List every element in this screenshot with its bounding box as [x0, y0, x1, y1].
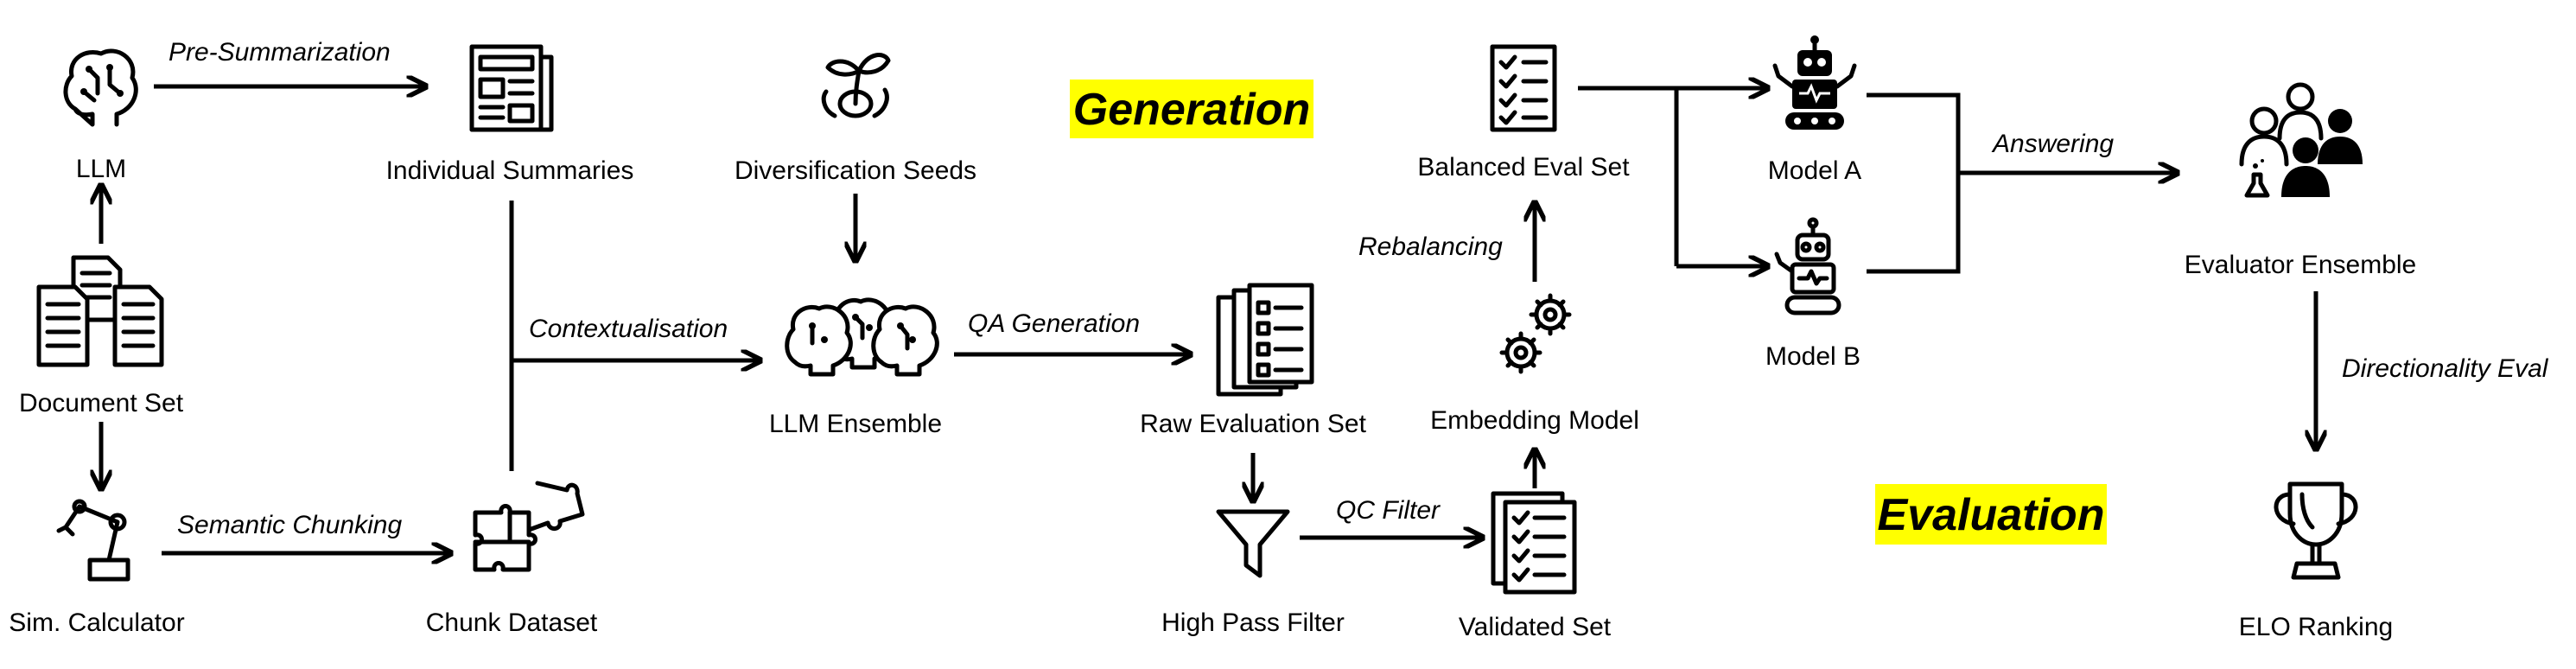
robot-icon [1774, 217, 1841, 315]
checklist-stack-icon [1216, 283, 1314, 397]
newspaper-icon [469, 44, 554, 132]
llm-ensemble-label: LLM Ensemble [769, 410, 942, 438]
balanced-eval-set-label: Balanced Eval Set [1417, 153, 1630, 182]
brain-circuit-icon [63, 48, 138, 127]
edge-label-contextualisation: Contextualisation [529, 315, 728, 343]
edge-label-semantic-chunking: Semantic Chunking [177, 511, 402, 539]
model-b-label: Model B [1765, 342, 1860, 371]
robotic-arm-icon [56, 499, 130, 582]
edge-label-qa-generation: QA Generation [968, 309, 1140, 338]
node-elo-ranking: ELO Ranking [2239, 481, 2393, 641]
documents-icon [36, 255, 164, 367]
embedding-model-label: Embedding Model [1430, 406, 1639, 435]
document-set-label: Document Set [19, 389, 184, 417]
puzzle-icon [473, 481, 585, 572]
elo-ranking-label: ELO Ranking [2239, 613, 2393, 641]
brain-ensemble-icon [785, 297, 939, 377]
node-individual-summaries: Individual Summaries [386, 44, 634, 185]
sprout-icon [821, 53, 891, 118]
edge-label-rebalancing: Rebalancing [1358, 233, 1503, 261]
checklist-icon [1490, 44, 1557, 132]
node-validated-set: Validated Set [1459, 491, 1612, 641]
generation-highlight [1070, 80, 1313, 138]
sim-calculator-label: Sim. Calculator [9, 608, 184, 637]
raw-evaluation-set-label: Raw Evaluation Set [1140, 410, 1366, 438]
node-llm-ensemble: LLM Ensemble [769, 297, 942, 438]
edge-answers-bracket [1867, 92, 1961, 274]
node-evaluator-ensemble: Evaluator Ensemble [2185, 82, 2416, 279]
individual-summaries-label: Individual Summaries [386, 156, 634, 185]
trophy-icon [2274, 481, 2358, 580]
node-raw-evaluation-set: Raw Evaluation Set [1140, 283, 1367, 438]
node-diversification-seeds: Diversification Seeds [735, 53, 976, 185]
robot-icon [1772, 35, 1857, 130]
evaluation-stage-label: Evaluation [1878, 490, 2105, 540]
model-a-label: Model A [1768, 156, 1861, 185]
funnel-icon [1216, 509, 1290, 578]
node-model-a: Model A [1768, 35, 1861, 185]
llm-label: LLM [76, 155, 126, 183]
edge-label-qc-filter: QC Filter [1336, 496, 1441, 525]
node-document-set: Document Set [19, 255, 184, 417]
node-balanced-eval-set: Balanced Eval Set [1417, 44, 1630, 182]
validated-checklist-icon [1491, 491, 1577, 595]
node-high-pass-filter: High Pass Filter [1161, 509, 1345, 637]
node-model-b: Model B [1765, 217, 1860, 371]
evaluator-ensemble-label: Evaluator Ensemble [2185, 251, 2416, 279]
node-llm: LLM [63, 48, 138, 183]
validated-set-label: Validated Set [1459, 613, 1612, 641]
edge-label-directionality-eval: Directionality Eval [2342, 354, 2549, 383]
scientists-icon [2239, 82, 2363, 198]
edges [101, 86, 2316, 553]
edge-label-pre-summarization: Pre-Summarization [169, 38, 391, 67]
node-embedding-model: Embedding Model [1430, 293, 1639, 435]
node-chunk-dataset: Chunk Dataset [426, 481, 598, 637]
generation-stage-label: Generation [1073, 85, 1311, 135]
gears-icon [1499, 293, 1572, 374]
evaluation-highlight [1875, 484, 2107, 545]
node-sim-calculator: Sim. Calculator [9, 499, 185, 637]
high-pass-filter-label: High Pass Filter [1161, 608, 1345, 637]
chunk-dataset-label: Chunk Dataset [426, 608, 598, 637]
edge-label-answering: Answering [1991, 130, 2114, 158]
diversification-seeds-label: Diversification Seeds [735, 156, 976, 185]
